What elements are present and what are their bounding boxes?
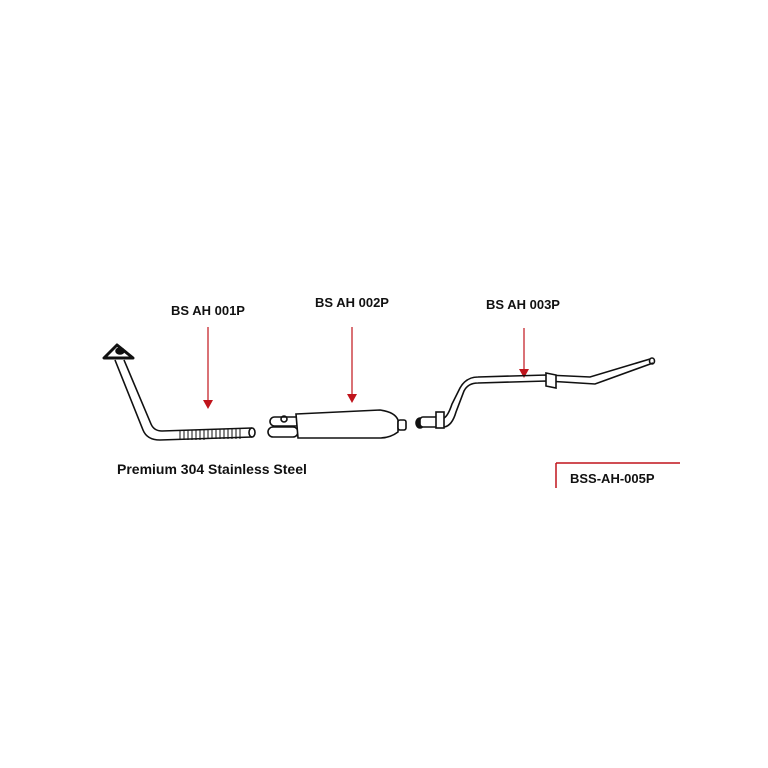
muffler-002p bbox=[267, 409, 407, 439]
part-label-002p: BS AH 002P bbox=[315, 295, 389, 310]
arrow-003p bbox=[519, 328, 529, 378]
part-label-003p: BS AH 003P bbox=[486, 297, 560, 312]
front-pipe-001p bbox=[102, 343, 256, 441]
kit-code-box bbox=[555, 462, 680, 488]
rear-pipe-003p bbox=[415, 357, 656, 429]
part-label-001p: BS AH 001P bbox=[171, 303, 245, 318]
arrow-001p bbox=[203, 327, 213, 409]
kit-code: BSS-AH-005P bbox=[570, 471, 655, 486]
material-caption: Premium 304 Stainless Steel bbox=[117, 461, 307, 477]
arrow-002p bbox=[347, 327, 357, 403]
